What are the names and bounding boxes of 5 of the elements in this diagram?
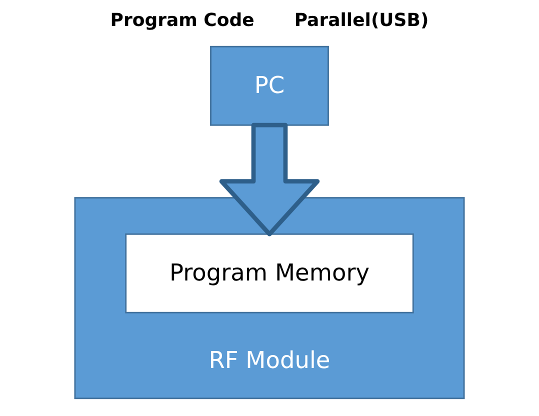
arrow-label: Parallel(USB) [294,10,429,31]
arrow-label: Program Code [110,10,254,31]
node-box: PC [210,46,329,126]
arrow [219,122,320,236]
node-box: Program Memory [125,233,414,314]
